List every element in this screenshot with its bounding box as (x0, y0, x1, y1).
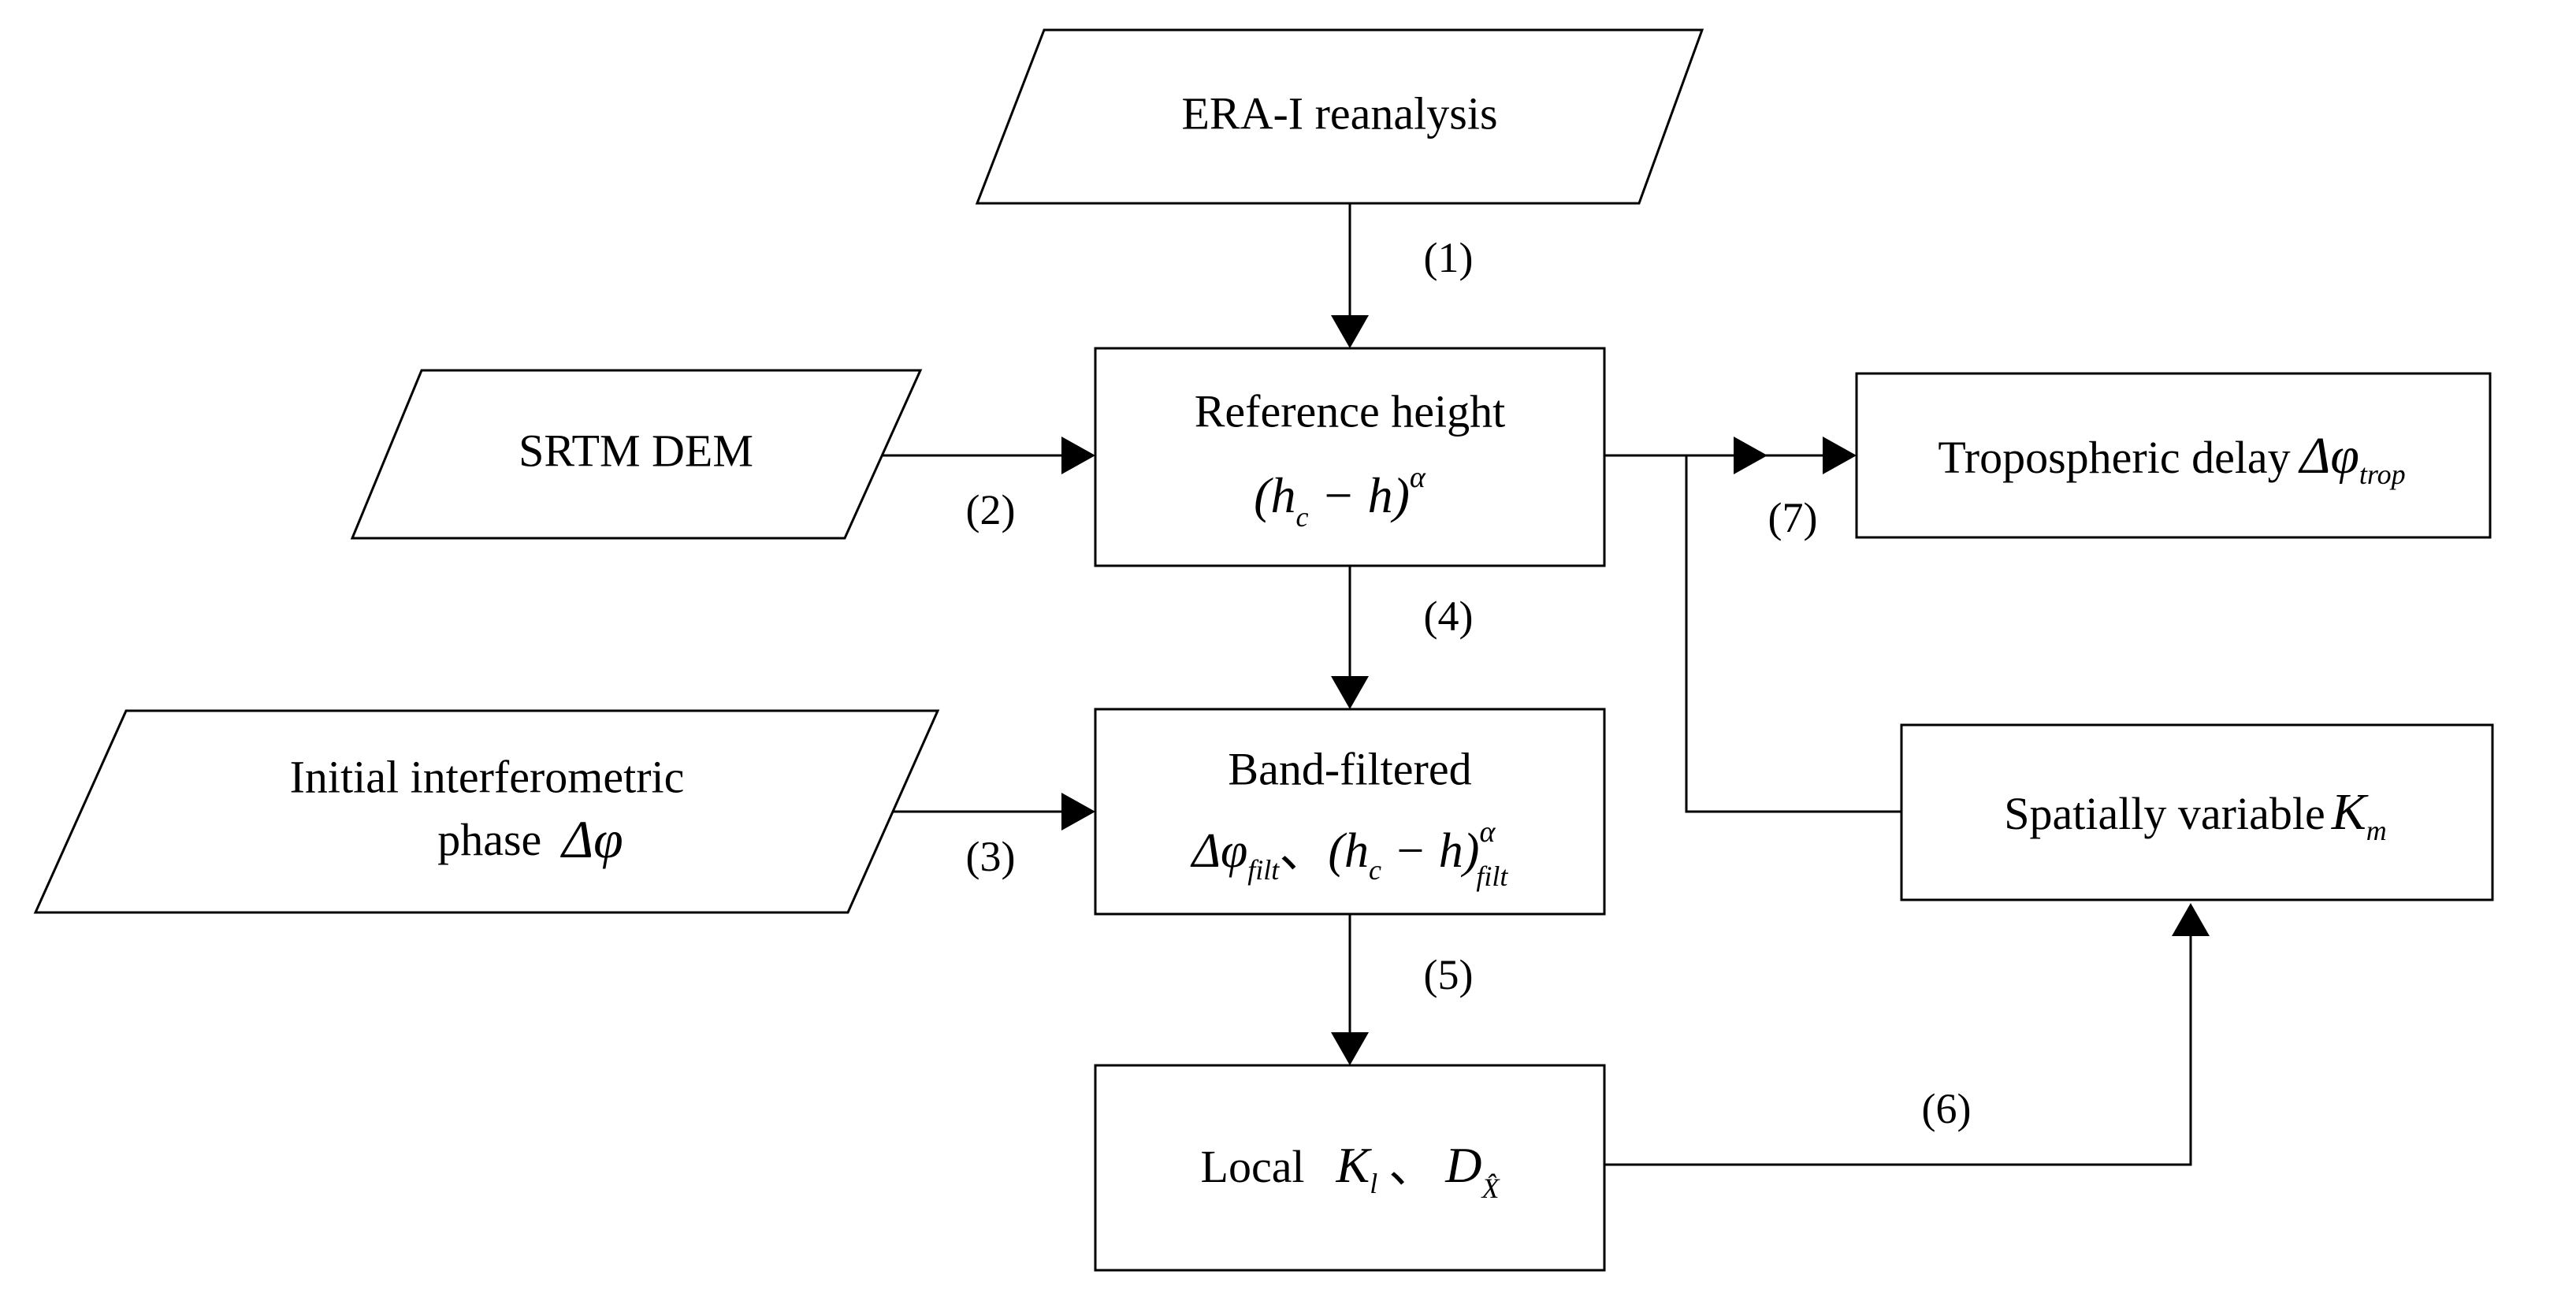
spatially-variable-box (1900, 723, 2494, 901)
connectors (883, 203, 2210, 1166)
step-label-5: (5) (1424, 951, 1474, 998)
initial-phase-shape (33, 709, 940, 914)
step-label-6: (6) (1922, 1085, 1972, 1132)
initial-phase-line2: phase Δφ (437, 809, 623, 869)
arrowhead-initial-to-band (1061, 793, 1095, 831)
arrow-local-to-spatial (1604, 936, 2192, 1166)
srtm-dem-label: SRTM DEM (519, 425, 753, 476)
arrowhead-era-to-reference (1331, 315, 1369, 348)
step-label-4: (4) (1424, 593, 1474, 640)
line-spatial-to-junction (1685, 455, 1901, 813)
initial-phase-symbol: Δφ (559, 809, 623, 869)
arrowhead-srtm-to-reference (1061, 437, 1095, 474)
step-label-3: (3) (966, 833, 1016, 880)
node-era-reanalysis: ERA-I reanalysis (975, 28, 1704, 205)
node-srtm-dem: SRTM DEM (350, 369, 923, 540)
node-initial-phase: Initial interferometric phase Δφ (33, 709, 940, 914)
arrowhead-reference-to-trop-1 (1734, 437, 1768, 474)
step-label-2: (2) (966, 486, 1016, 533)
arrowhead-band-to-local (1331, 1032, 1369, 1065)
arrowhead-local-to-spatial (2172, 903, 2210, 936)
era-reanalysis-shape (975, 28, 1704, 205)
reference-height-box (1094, 347, 1606, 567)
step-label-7: (7) (1768, 494, 1818, 541)
arrowhead-reference-to-trop-2 (1823, 437, 1857, 474)
band-filtered-title: Band-filtered (1228, 743, 1471, 794)
band-filtered-box (1094, 708, 1606, 916)
arrowhead-reference-to-band (1331, 676, 1369, 709)
era-reanalysis-label: ERA-I reanalysis (1181, 87, 1497, 139)
initial-phase-word: phase (437, 814, 541, 865)
local-prefix: Local (1201, 1141, 1305, 1192)
step-label-1: (1) (1424, 234, 1474, 281)
reference-height-expression: (hc − h)α (1254, 461, 1426, 533)
node-reference-height: Reference height (hc − h)α (1094, 347, 1606, 567)
local-box (1094, 1064, 1606, 1272)
tropospheric-delay-box (1855, 372, 2492, 539)
srtm-dem-shape (350, 369, 923, 540)
reference-height-title: Reference height (1195, 385, 1506, 437)
initial-phase-line1: Initial interferometric (290, 751, 685, 802)
step-labels: (1) (2) (3) (4) (5) (6) (7) (966, 234, 1972, 1132)
